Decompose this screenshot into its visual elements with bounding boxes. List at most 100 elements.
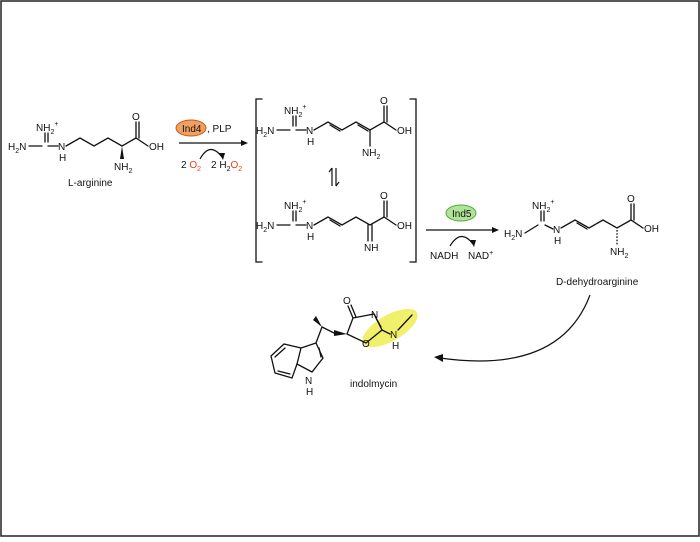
wedge-bond — [334, 330, 347, 336]
atom-label: O — [380, 96, 388, 107]
atom-label: NH2+ — [284, 199, 306, 214]
nad-label: NAD+ — [468, 250, 493, 262]
arrowhead — [492, 227, 499, 233]
atom-label: H — [306, 387, 313, 398]
atom-label: OH — [397, 221, 412, 232]
atom-label: OH — [149, 142, 164, 153]
curved-arrow — [449, 235, 474, 247]
bond — [321, 326, 335, 334]
label-l-arginine: L-arginine — [68, 178, 113, 189]
atom-label: H2N — [504, 229, 522, 242]
atom-label: NH2+ — [284, 104, 306, 119]
atom-label: NH — [364, 243, 378, 254]
atom-label: NH2 — [362, 148, 380, 161]
bond — [524, 224, 539, 234]
bond-chain — [65, 137, 137, 147]
oxazolinone-ring — [346, 313, 383, 344]
intermediate-1-structure: NH2+ H2N N H O OH NH2 — [256, 96, 412, 161]
ind5-step: Ind5 NADH NAD+ — [426, 204, 499, 262]
bond — [135, 137, 149, 147]
intermediate-2-structure: NH2+ H2N N H O OH NH — [256, 191, 412, 254]
atom-label: N — [306, 126, 313, 137]
atom-label: H — [307, 137, 314, 148]
atom-label: H2N — [256, 221, 274, 234]
plp-label: , PLP — [207, 124, 232, 135]
double-bond — [329, 124, 341, 132]
double-bond — [274, 347, 286, 358]
wedge-bond — [120, 146, 124, 159]
wedge-bond — [313, 316, 322, 327]
curved-arrow — [199, 148, 223, 160]
atom-label: N — [306, 221, 313, 232]
ind5-enzyme-badge — [445, 204, 477, 222]
nadh-label: NADH — [430, 251, 458, 262]
double-bond — [318, 347, 322, 358]
atom-label: NH2 — [610, 247, 628, 260]
atom-label: O — [627, 194, 635, 205]
carbonyl-bond — [350, 304, 357, 318]
ind4-step: Ind4 , PLP 2 O2 2 H2O2 — [175, 119, 248, 173]
double-bond — [576, 222, 588, 230]
indolmycin-structure: O N O N H N H indolmycin — [270, 296, 418, 398]
label-d-dehydroarginine: D-dehydroarginine — [556, 277, 639, 288]
atom-label: N — [390, 330, 397, 341]
bond — [381, 329, 391, 335]
arrowhead — [241, 140, 248, 146]
l-arginine-structure: NH2+ H2N N H O OH NH2 L-arginine — [8, 112, 164, 189]
atom-label: N — [371, 310, 378, 321]
d-dehydroarginine-structure: NH2+ H2N N H O OH NH2 D-dehydroarginine — [504, 194, 659, 288]
arrowhead — [219, 153, 225, 160]
atom-label: H2N — [256, 126, 274, 139]
atom-label: H — [307, 232, 314, 243]
ind4-enzyme-badge — [175, 119, 207, 137]
label-indolmycin: indolmycin — [350, 379, 397, 390]
left-bracket — [255, 98, 263, 263]
half-arrowhead — [335, 181, 340, 187]
double-bond — [277, 370, 291, 375]
h2o2-produced: 2 H2O2 — [211, 160, 242, 173]
pyrrole-ring — [296, 342, 324, 373]
atom-label: NH2 — [114, 162, 132, 175]
atom-label: O — [343, 296, 351, 307]
carbonyl-bond — [347, 305, 354, 319]
atom-label: OH — [644, 224, 659, 235]
atom-label: NH2+ — [36, 121, 58, 136]
benzene-ring — [270, 343, 302, 379]
bond — [383, 121, 397, 131]
arrowhead — [434, 354, 443, 362]
atom-label: N — [305, 376, 312, 387]
bond-chain — [560, 219, 632, 229]
atom-label: N — [58, 142, 65, 153]
half-arrowhead — [328, 167, 333, 173]
conversion-arrow — [439, 294, 591, 362]
double-bond — [329, 219, 341, 227]
ind5-label: Ind5 — [452, 209, 472, 220]
arrowhead — [470, 240, 476, 247]
double-bond — [375, 317, 382, 328]
bond — [315, 326, 323, 344]
bond-chain — [313, 216, 385, 226]
bond — [383, 216, 397, 226]
atom-label: H — [554, 236, 561, 247]
methyl-bond — [397, 314, 413, 331]
atom-label: O — [132, 112, 140, 123]
bond — [544, 224, 554, 230]
right-bracket — [409, 98, 417, 263]
atom-label: H — [392, 341, 399, 352]
atom-label: H2N — [8, 142, 26, 155]
double-bond — [357, 124, 369, 132]
atom-label: O — [362, 339, 370, 350]
bond-chain — [313, 121, 385, 131]
atom-label: N — [553, 225, 560, 236]
atom-label: NH2+ — [532, 199, 554, 214]
atom-label: OH — [397, 126, 412, 137]
equilibrium-arrows — [328, 167, 340, 187]
atom-label: H — [59, 153, 66, 164]
bond — [630, 219, 644, 229]
methylamino-highlight — [362, 308, 418, 348]
atom-label: O — [380, 191, 388, 202]
o2-consumed: 2 O2 — [181, 160, 201, 173]
